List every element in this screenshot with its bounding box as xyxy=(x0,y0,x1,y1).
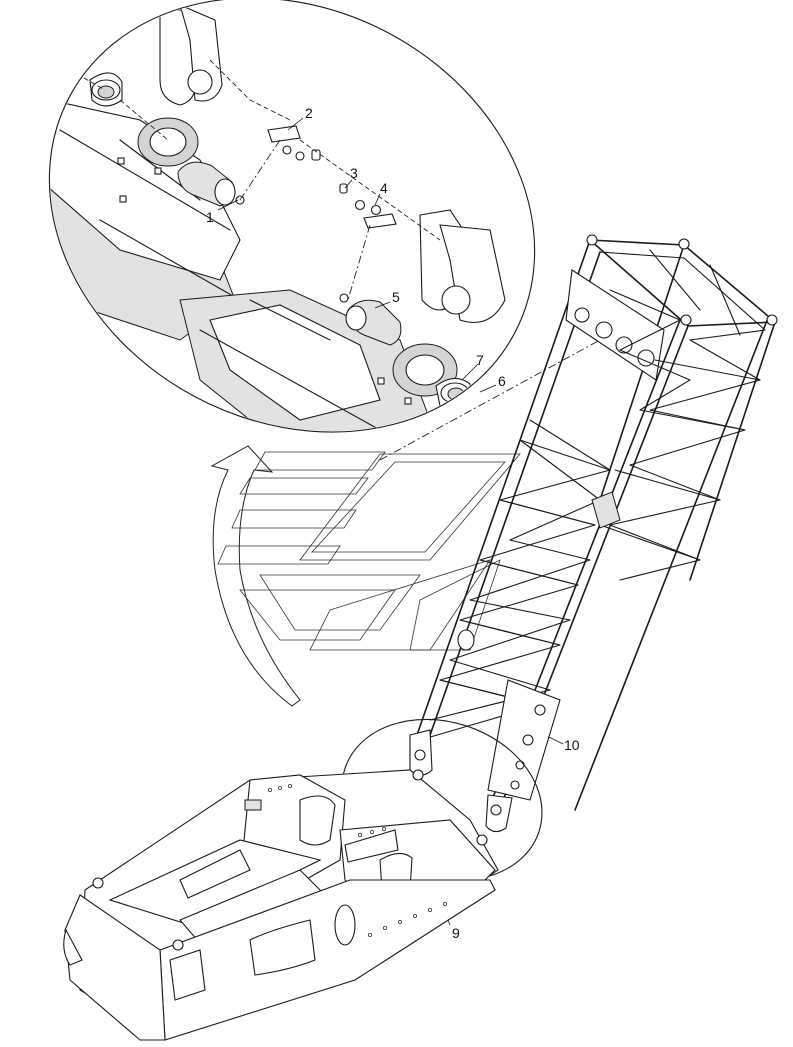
callout-3: 3 xyxy=(350,165,358,181)
callout-10: 10 xyxy=(564,737,580,753)
callout-5: 5 xyxy=(392,289,400,305)
callout-7: 7 xyxy=(476,352,484,368)
callouts: 1 2 3 4 5 6 7 9 10 xyxy=(206,105,580,941)
callout-1: 1 xyxy=(206,209,214,225)
callout-4: 4 xyxy=(380,180,388,196)
detail-ellipse xyxy=(48,0,536,433)
callout-6: 6 xyxy=(498,373,506,389)
callout-2: 2 xyxy=(305,105,313,121)
base-frame xyxy=(63,769,499,1041)
lattice-jib xyxy=(409,234,778,833)
detail-view xyxy=(29,0,536,461)
rotation-arrow xyxy=(210,445,301,707)
bolt-hole-row xyxy=(267,784,447,938)
callout-9: 9 xyxy=(452,925,460,941)
